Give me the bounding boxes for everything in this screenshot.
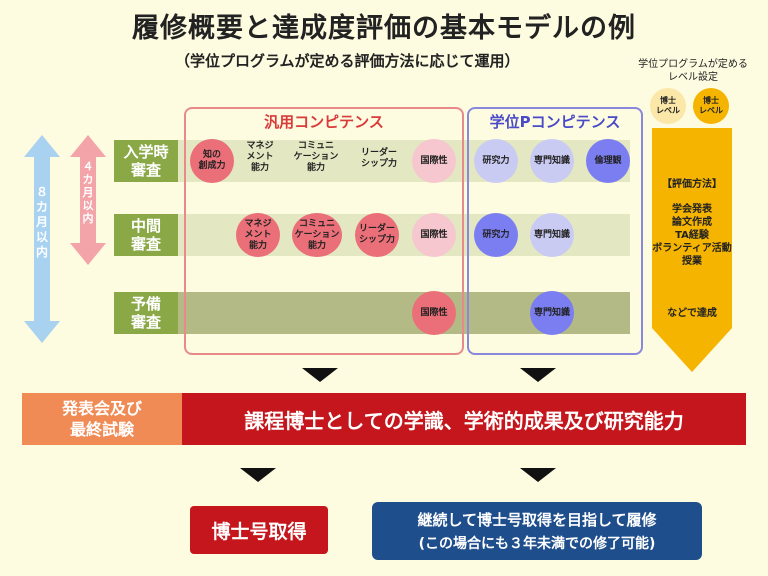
evaluation-tail-text: など <box>667 308 687 319</box>
period-arrow-8-months <box>24 135 60 343</box>
page-subtitle: （学位プログラムが定める評価方法に応じて運用） <box>175 52 520 70</box>
result-degree-box: 博士号取得 <box>190 506 328 554</box>
row-label-midterm: 中間 審査 <box>114 214 178 256</box>
level-badge-1: 博士 レベル <box>650 88 686 124</box>
item-research-admission: 研究力 <box>474 139 518 183</box>
evaluation-methods: 学会発表 論文作成 TA経験 ボランティア活動 授業 <box>652 204 732 267</box>
item-expertise-midterm: 専門知識 <box>530 213 574 257</box>
row-label-admission: 入学時 審査 <box>114 140 178 182</box>
result-continue-text: 継続して博士号取得を目指して履修 <box>417 511 657 529</box>
evaluation-tail: などで達成 <box>648 294 736 320</box>
item-communication-admission: コミュニ ケーション 能力 <box>293 141 339 173</box>
generic-competence-box <box>184 107 464 355</box>
item-expertise-preliminary: 専門知識 <box>530 291 574 335</box>
result-continue-note: (この場合にも３年未満での修了可能) <box>418 536 656 552</box>
degree-competence-label: 学位Pコンピテンス <box>489 113 621 131</box>
evaluation-tail-text-2: で達成 <box>686 308 717 319</box>
item-leadership-midterm: リーダー シップ力 <box>355 213 399 257</box>
period-arrow-4-months <box>70 135 106 265</box>
down-arrow-generic <box>302 368 338 382</box>
row-label-preliminary: 予備 審査 <box>114 292 178 334</box>
final-exam-label: 発表会及び 最終試験 <box>22 393 182 445</box>
item-management-admission: マネジ メント 能力 <box>246 141 274 173</box>
evaluation-heading: 【評価方法】 <box>662 179 722 190</box>
result-continue-box: 継続して博士号取得を目指して履修 (この場合にも３年未満での修了可能) <box>372 502 702 560</box>
item-international-midterm: 国際性 <box>412 213 456 257</box>
item-international-preliminary: 国際性 <box>412 291 456 335</box>
item-communication-midterm: コミュニ ケーション 能力 <box>292 213 342 257</box>
degree-competence-box <box>467 107 643 355</box>
item-expertise-admission: 専門知識 <box>530 139 574 183</box>
item-creativity-admission: 知の 創成力 <box>190 139 234 183</box>
item-leadership-admission: リーダー シップ力 <box>360 148 397 169</box>
level-setting-note: 学位プログラムが定める レベル設定 <box>638 59 748 83</box>
period-label-8-months: ８ カ 月 以 内 <box>35 185 48 259</box>
evaluation-arrow <box>652 128 732 372</box>
item-international-admission: 国際性 <box>412 139 456 183</box>
item-ethics-admission: 倫理観 <box>586 139 630 183</box>
generic-competence-label: 汎用コンピテンス <box>264 113 384 131</box>
down-arrow-result-continue <box>520 468 556 482</box>
final-goal-bar: 課程博士としての学識、学術的成果及び研究能力 <box>182 393 746 445</box>
period-label-4-months: ４ カ 月 以 内 <box>82 160 94 225</box>
level-badge-2: 博士 レベル <box>693 88 729 124</box>
item-management-midterm: マネジ メント 能力 <box>236 213 280 257</box>
down-arrow-degree <box>520 368 556 382</box>
down-arrow-result-degree <box>240 468 276 482</box>
page-title: 履修概要と達成度評価の基本モデルの例 <box>132 13 636 44</box>
item-research-midterm: 研究力 <box>474 213 518 257</box>
